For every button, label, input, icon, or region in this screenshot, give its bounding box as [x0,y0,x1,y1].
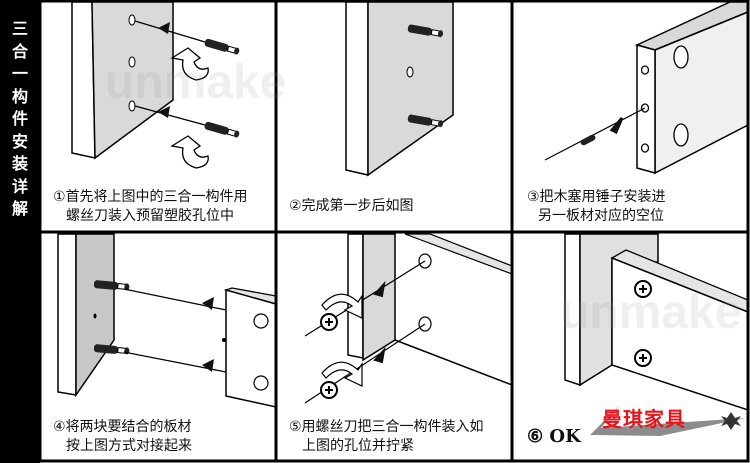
hole [128,56,136,68]
sidebar-title-char: 详 [11,176,28,196]
panel-top [404,233,513,275]
step3-caption-line1: ③把木塞用锤子安装进 [527,189,666,205]
step3-caption-line2: 另一板材对应的空位 [538,208,664,224]
rotate-arrow-icon [170,47,209,81]
brand-logo-text: 曼琪家具 [602,407,686,431]
step2-illustration [345,1,454,177]
step5-caption-line1: ⑤用螺丝刀把三合一构件装入如 [289,419,484,435]
sidebar-title: 三 合 一 构 件 安 装 详 解 [0,18,40,221]
dowel-icon [203,120,241,140]
step1-illustration [71,1,241,169]
step6-caption: ⑥ OK [527,426,581,447]
sidebar-title-char: 合 [11,41,28,61]
guide-line [134,20,206,43]
step4-caption-line2: 按上图方式对接起来 [66,438,192,454]
wood-dowel-icon [580,134,596,146]
board-face [225,289,277,408]
arrow-icon [202,359,214,372]
guide-line [544,107,646,161]
rotate-arrow-icon [321,293,363,319]
watermark: unmake [105,56,287,109]
board-edge [71,1,96,159]
hole [406,66,414,78]
step3-illustration [544,1,749,175]
hole [640,65,650,75]
step4-caption-line1: ④将两块要结合的板材 [53,419,192,435]
sidebar-title-char: 解 [11,199,28,218]
sidebar-title-char: 件 [11,109,28,128]
hole [93,313,97,319]
dowel-icon [203,37,241,57]
screw-icon [320,313,338,331]
rotate-arrow-icon [321,361,363,387]
large-hole [673,123,689,147]
arrow-icon [202,297,214,310]
sidebar-title-char: 一 [11,64,28,83]
arrow-icon [158,22,170,34]
hole [640,143,650,153]
watermark: unmake [560,286,742,339]
step6-illustration [564,233,749,436]
screw-icon [320,381,338,399]
sidebar-title-char: 构 [11,86,28,106]
sidebar: 三 合 一 构 件 安 装 详 解 [0,0,40,463]
sparkle-icon [721,412,741,430]
step2-caption: ②完成第一步后如图 [289,198,414,214]
hole [253,313,269,329]
arrow-icon [609,117,624,135]
rotate-arrow-icon [170,135,209,169]
screw-icon [634,349,652,367]
sidebar-title-char: 安 [11,131,28,151]
hole [253,375,269,391]
sidebar-title-char: 装 [11,154,28,173]
arrow-icon [158,106,170,118]
board-edge [57,233,77,396]
step4-illustration [57,233,277,408]
guide-line [134,105,206,126]
logo-swoosh [590,405,746,436]
arrow-icon [373,346,386,364]
board-edge [345,1,369,176]
sidebar-title-char: 三 [11,19,28,38]
hole [128,14,136,26]
step5-caption-line2: 上图的孔位并拧紧 [302,438,414,454]
panel-grid [38,0,750,463]
step1-caption-line2: 螺丝刀装入预留塑胶孔位中 [66,208,234,224]
arrow-icon [373,280,386,298]
step1-caption-line1: ①首先将上图中的三合一构件用 [53,189,248,205]
large-hole [673,45,689,69]
step5-illustration [304,233,513,404]
